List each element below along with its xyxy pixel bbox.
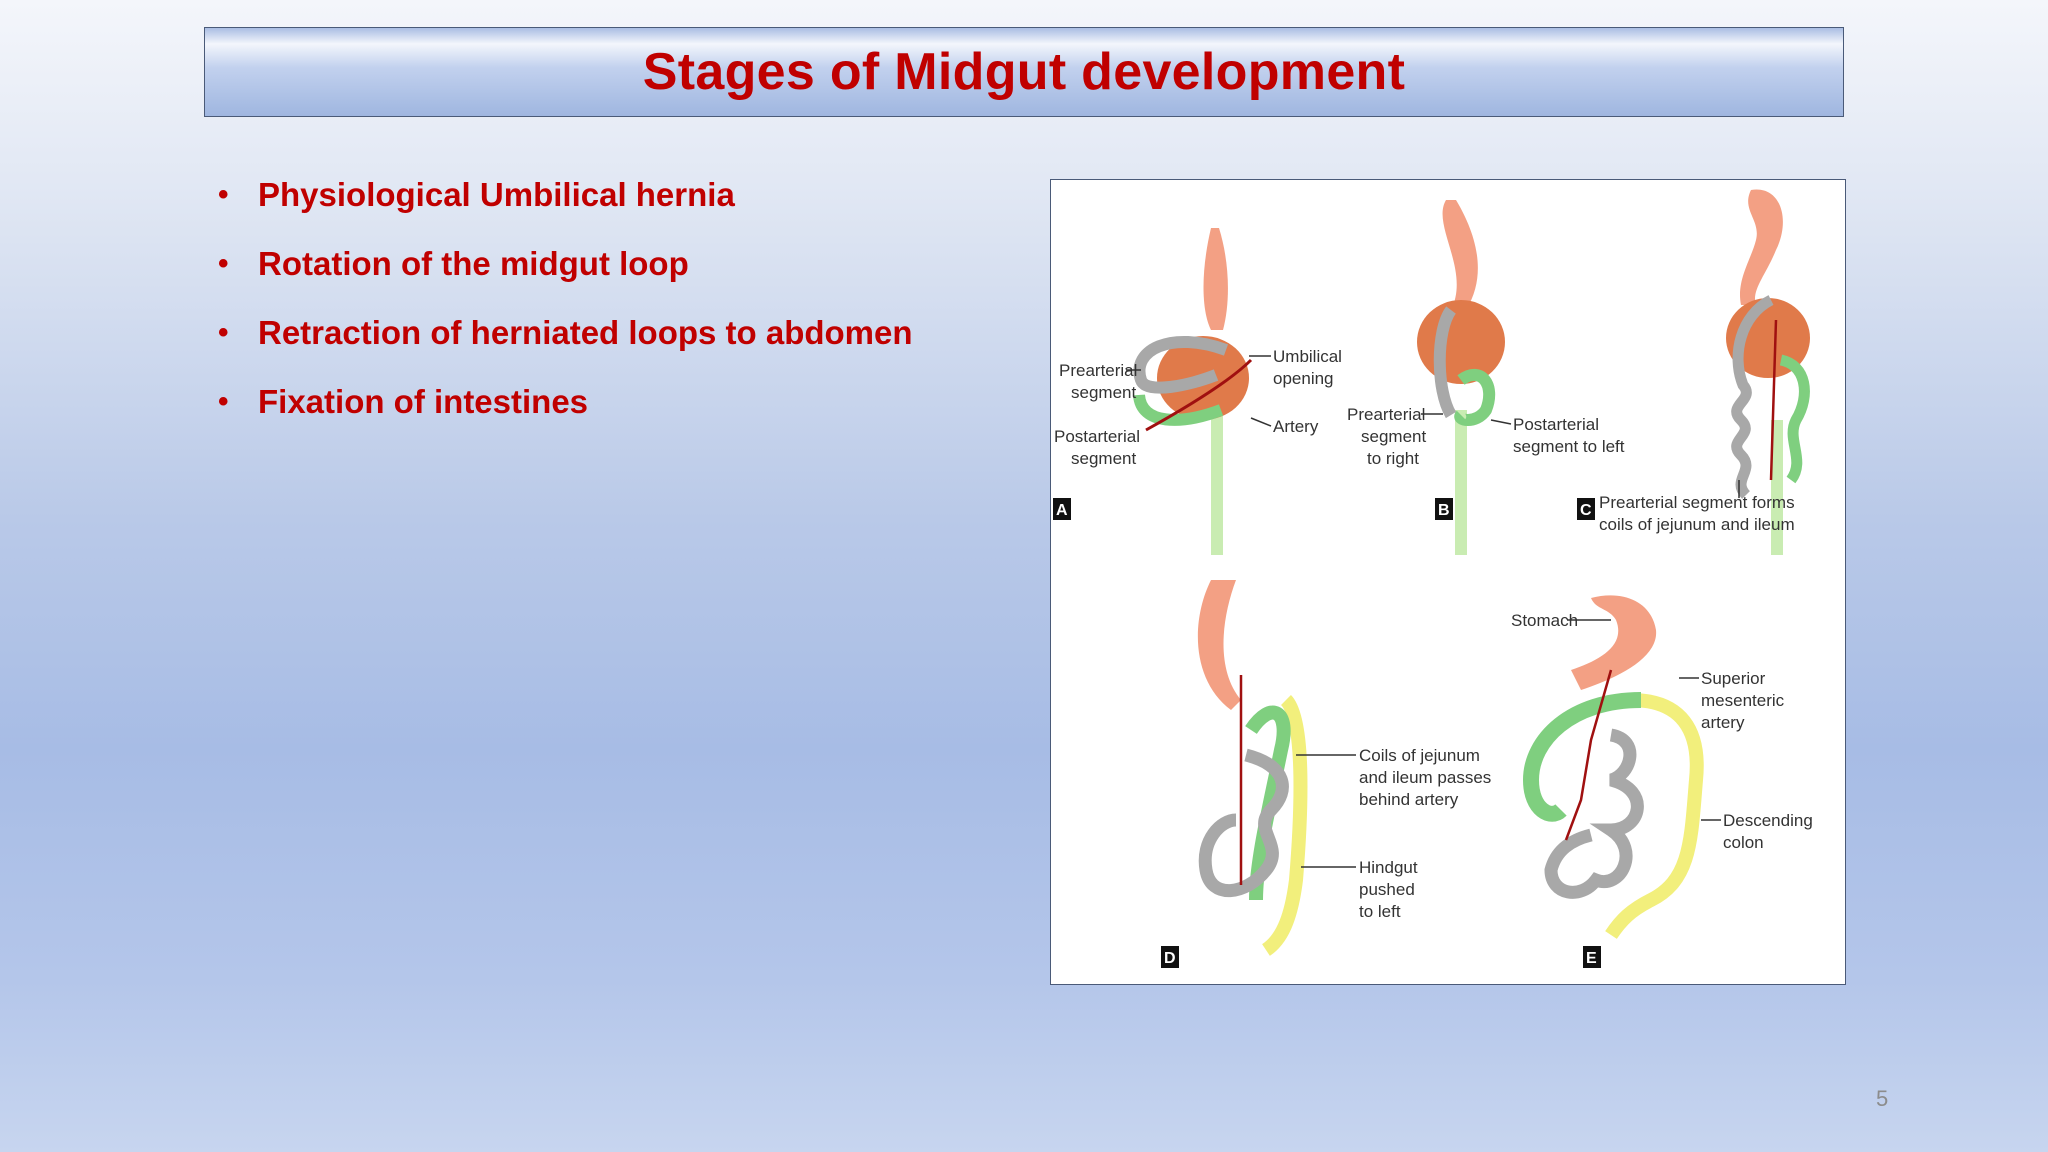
stomach-shape	[1739, 189, 1783, 305]
label-artery: Artery	[1273, 417, 1319, 436]
page-number: 5	[1876, 1086, 1889, 1111]
panel-letter-b: B	[1438, 502, 1450, 519]
panel-letter-box	[1161, 946, 1179, 968]
stomach-shape	[1197, 580, 1241, 710]
umbilical-sac	[1417, 300, 1505, 384]
panel-letter-a: A	[1056, 502, 1068, 519]
panel-letter-box	[1583, 946, 1601, 968]
panel-letter-box	[1053, 498, 1071, 520]
transverse-colon	[1522, 692, 1642, 822]
jejunum-ileum-coils	[1544, 728, 1644, 899]
list-item: • Physiological Umbilical hernia	[218, 172, 913, 241]
midgut-green-limb	[1245, 705, 1291, 901]
panel-letter-e: E	[1586, 950, 1597, 967]
postarterial-tail	[1771, 420, 1783, 555]
prearterial-coils	[1731, 295, 1774, 499]
title-banner: Stages of Midgut development	[204, 27, 1844, 117]
postarterial-tail	[1455, 410, 1467, 555]
page-title: Stages of Midgut development	[642, 43, 1406, 101]
label-stomach: Stomach	[1511, 611, 1578, 630]
bullet-dot: •	[218, 385, 229, 418]
artery-line	[1145, 358, 1253, 432]
bullet-dot: •	[218, 316, 229, 349]
list-item: • Rotation of the midgut loop	[218, 241, 913, 310]
descending-colon	[1605, 693, 1704, 939]
postarterial-loop	[1454, 368, 1496, 426]
stomach-shape	[1203, 228, 1228, 330]
jejunum-ileum-coils	[1198, 748, 1289, 898]
stomach-shape	[1442, 200, 1478, 310]
artery-line	[1769, 319, 1778, 481]
prearterial-loop	[1133, 336, 1229, 394]
panel-letter-box	[1577, 498, 1595, 520]
postarterial-loop	[1779, 354, 1810, 484]
bullet-text: Retraction of herniated loops to abdomen	[258, 314, 913, 351]
hindgut	[1261, 695, 1308, 956]
panel-letter-box	[1435, 498, 1453, 520]
panel-letter-d: D	[1164, 950, 1176, 967]
stomach-shape	[1571, 595, 1657, 690]
bullet-dot: •	[218, 247, 229, 280]
bullet-dot: •	[218, 178, 229, 211]
bullet-list: • Physiological Umbilical hernia • Rotatio…	[218, 172, 913, 448]
bullet-text: Fixation of intestines	[258, 383, 589, 420]
list-item: • Fixation of intestines	[218, 379, 913, 448]
postarterial-tail	[1211, 410, 1223, 555]
prearterial-loop	[1433, 306, 1457, 419]
bullet-text: Rotation of the midgut loop	[258, 245, 689, 282]
list-item: • Retraction of herniated loops to abdome…	[218, 310, 913, 379]
bullet-text: Physiological Umbilical hernia	[258, 176, 735, 213]
panel-letter-c: C	[1580, 502, 1592, 519]
sma-line	[1564, 669, 1613, 841]
